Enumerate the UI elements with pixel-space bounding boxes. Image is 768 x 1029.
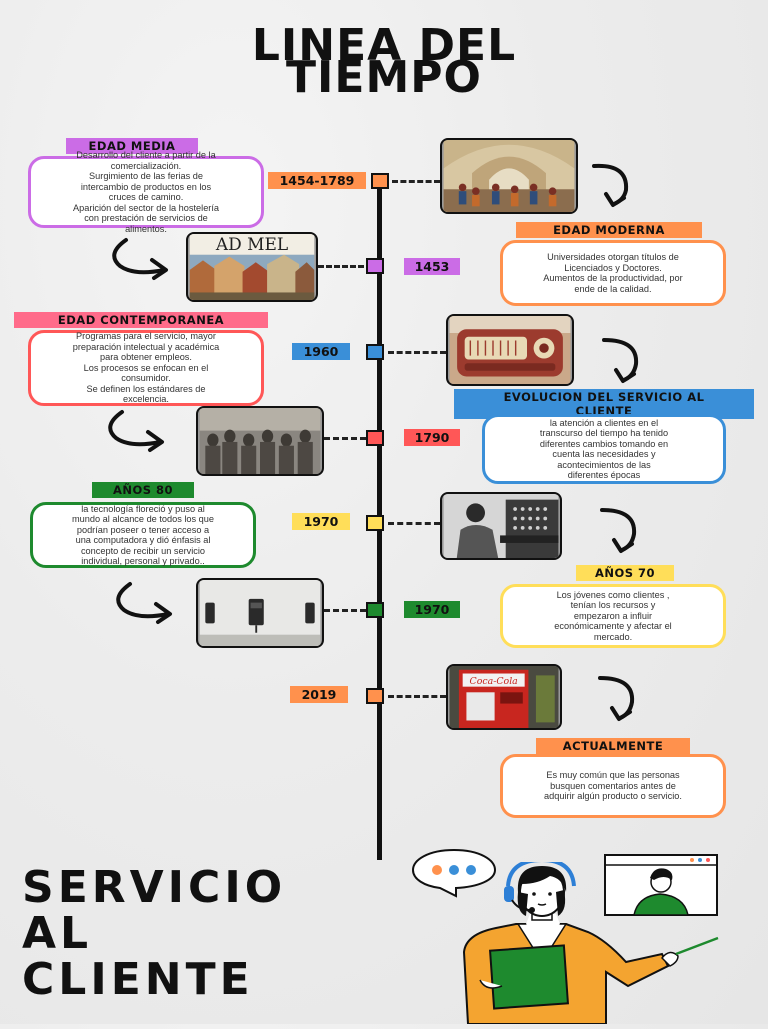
event-card-actualmente: Es muy común que las personas busquen co… xyxy=(500,754,726,818)
timeline-node xyxy=(366,430,384,446)
event-text: Programas para el servicio, mayor prepar… xyxy=(72,331,220,405)
year-badge: 1790 xyxy=(404,429,460,446)
curved-arrow-icon xyxy=(110,580,176,624)
footer-title-line2: AL xyxy=(22,908,93,959)
footer-title-line3: CLIENTE xyxy=(22,954,254,1005)
label-edad-moderna: EDAD MODERNA xyxy=(516,222,702,238)
photo-switchboard-operator xyxy=(440,492,562,560)
timeline-node xyxy=(366,602,384,618)
year-badge: 1454-1789 xyxy=(268,172,366,189)
photo-vintage-radio xyxy=(446,314,574,386)
photo-vending-machine: Coca-Cola xyxy=(446,664,562,730)
event-card-edad-moderna: Universidades otorgan títulos de Licenci… xyxy=(500,240,726,306)
footer-title-line1: SERVICIO xyxy=(22,862,287,913)
curved-arrow-icon xyxy=(588,160,638,210)
event-text: Es muy común que las personas busquen co… xyxy=(544,770,682,802)
photo-medieval-town: AD MEL xyxy=(186,232,318,302)
event-card-anos-80: la tecnología floreció y puso al mundo a… xyxy=(30,502,256,568)
event-text: la atención a clientes en el transcurso … xyxy=(539,417,669,481)
medieval-sign-text: AD MEL xyxy=(215,235,288,255)
timeline-node xyxy=(371,173,389,189)
label-edad-contemporanea: EDAD CONTEMPORANEA xyxy=(14,312,268,328)
year-badge: 1453 xyxy=(404,258,460,275)
connector-dash xyxy=(388,351,446,354)
agent-illustration xyxy=(456,857,726,1025)
photo-historic-crowd xyxy=(196,406,324,476)
event-text: Universidades otorgan títulos de Licenci… xyxy=(543,252,683,294)
label-edad-media: EDAD MEDIA xyxy=(66,138,198,154)
connector-dash xyxy=(324,437,366,440)
event-card-edad-media: Desarrollo del cliente a partir de la co… xyxy=(28,150,264,234)
connector-dash xyxy=(318,265,364,268)
photo-school-of-athens xyxy=(440,138,578,214)
curved-arrow-icon xyxy=(594,674,644,724)
timeline-node xyxy=(366,258,384,274)
curved-arrow-icon xyxy=(102,408,168,452)
photo-wall-payphones xyxy=(196,578,324,648)
timeline-node xyxy=(366,515,384,531)
event-card-edad-contemporanea: Programas para el servicio, mayor prepar… xyxy=(28,330,264,406)
page-title-line2: TIEMPO xyxy=(286,52,482,103)
connector-dash xyxy=(388,695,446,698)
label-anos-70: AÑOS 70 xyxy=(576,565,674,581)
event-card-evolucion: la atención a clientes en el transcurso … xyxy=(482,414,726,484)
event-text: Los jóvenes como clientes , tenían los r… xyxy=(554,589,672,642)
timeline-node xyxy=(366,688,384,704)
label-actualmente: ACTUALMENTE xyxy=(536,738,690,754)
label-anos-80: AÑOS 80 xyxy=(92,482,194,498)
year-badge: 2019 xyxy=(290,686,348,703)
curved-arrow-icon xyxy=(106,236,172,280)
year-badge: 1970 xyxy=(292,513,350,530)
curved-arrow-icon xyxy=(598,336,648,386)
connector-dash xyxy=(388,522,440,525)
curved-arrow-icon xyxy=(596,506,646,556)
event-text: la tecnología floreció y puso al mundo a… xyxy=(72,503,214,567)
event-text: Desarrollo del cliente a partir de la co… xyxy=(72,150,220,234)
event-card-anos-70: Los jóvenes como clientes , tenían los r… xyxy=(500,584,726,648)
chat-bubble-icon xyxy=(410,846,498,898)
connector-dash xyxy=(324,609,366,612)
timeline-node xyxy=(366,344,384,360)
video-call-icon xyxy=(604,854,718,916)
connector-dash xyxy=(392,180,440,183)
year-badge: 1970 xyxy=(404,601,460,618)
cola-sign-text: Coca-Cola xyxy=(470,676,518,687)
page-title-line1: LINEA DEL xyxy=(251,20,517,71)
year-badge: 1960 xyxy=(292,343,350,360)
